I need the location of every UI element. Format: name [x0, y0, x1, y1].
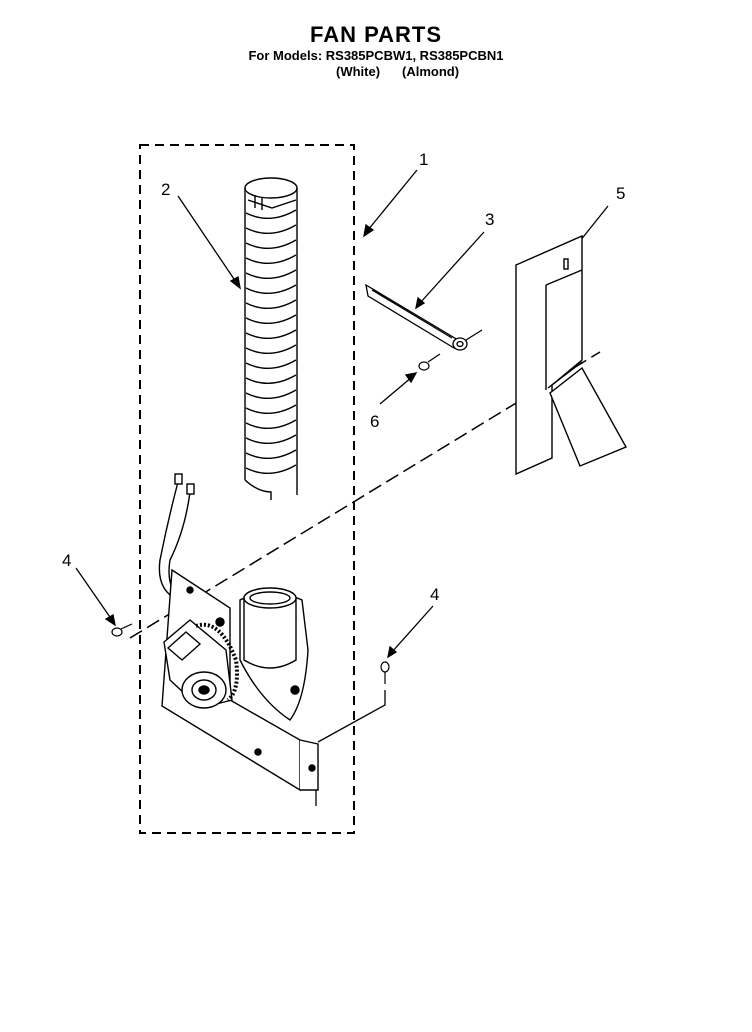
callout-6: 6: [370, 412, 380, 431]
diagram-title: FAN PARTS: [309, 22, 443, 47]
callout-5: 5: [616, 184, 626, 203]
screw-6: [418, 353, 441, 371]
variant-almond: (Almond): [402, 64, 460, 79]
duct-baffle: [515, 234, 627, 476]
models-line: For Models: RS385PCBW1, RS385PCBN1: [248, 48, 504, 63]
screw-leader-line: [317, 690, 386, 743]
callout-2: 2: [161, 180, 171, 199]
mounting-strap: [365, 283, 483, 351]
spiral-duct: [244, 177, 298, 500]
alignment-line: [129, 351, 601, 639]
variant-white: (White): [336, 64, 381, 79]
assembly-boundary: [139, 144, 355, 834]
screw-4-left: [111, 623, 133, 637]
callout-1: 1: [419, 150, 429, 169]
fan-motor-assembly: [158, 473, 319, 792]
screw-4-right: [380, 661, 390, 684]
callout-4-right: 4: [430, 585, 440, 604]
callout-4-left: 4: [62, 551, 72, 570]
callout-3: 3: [485, 210, 495, 229]
